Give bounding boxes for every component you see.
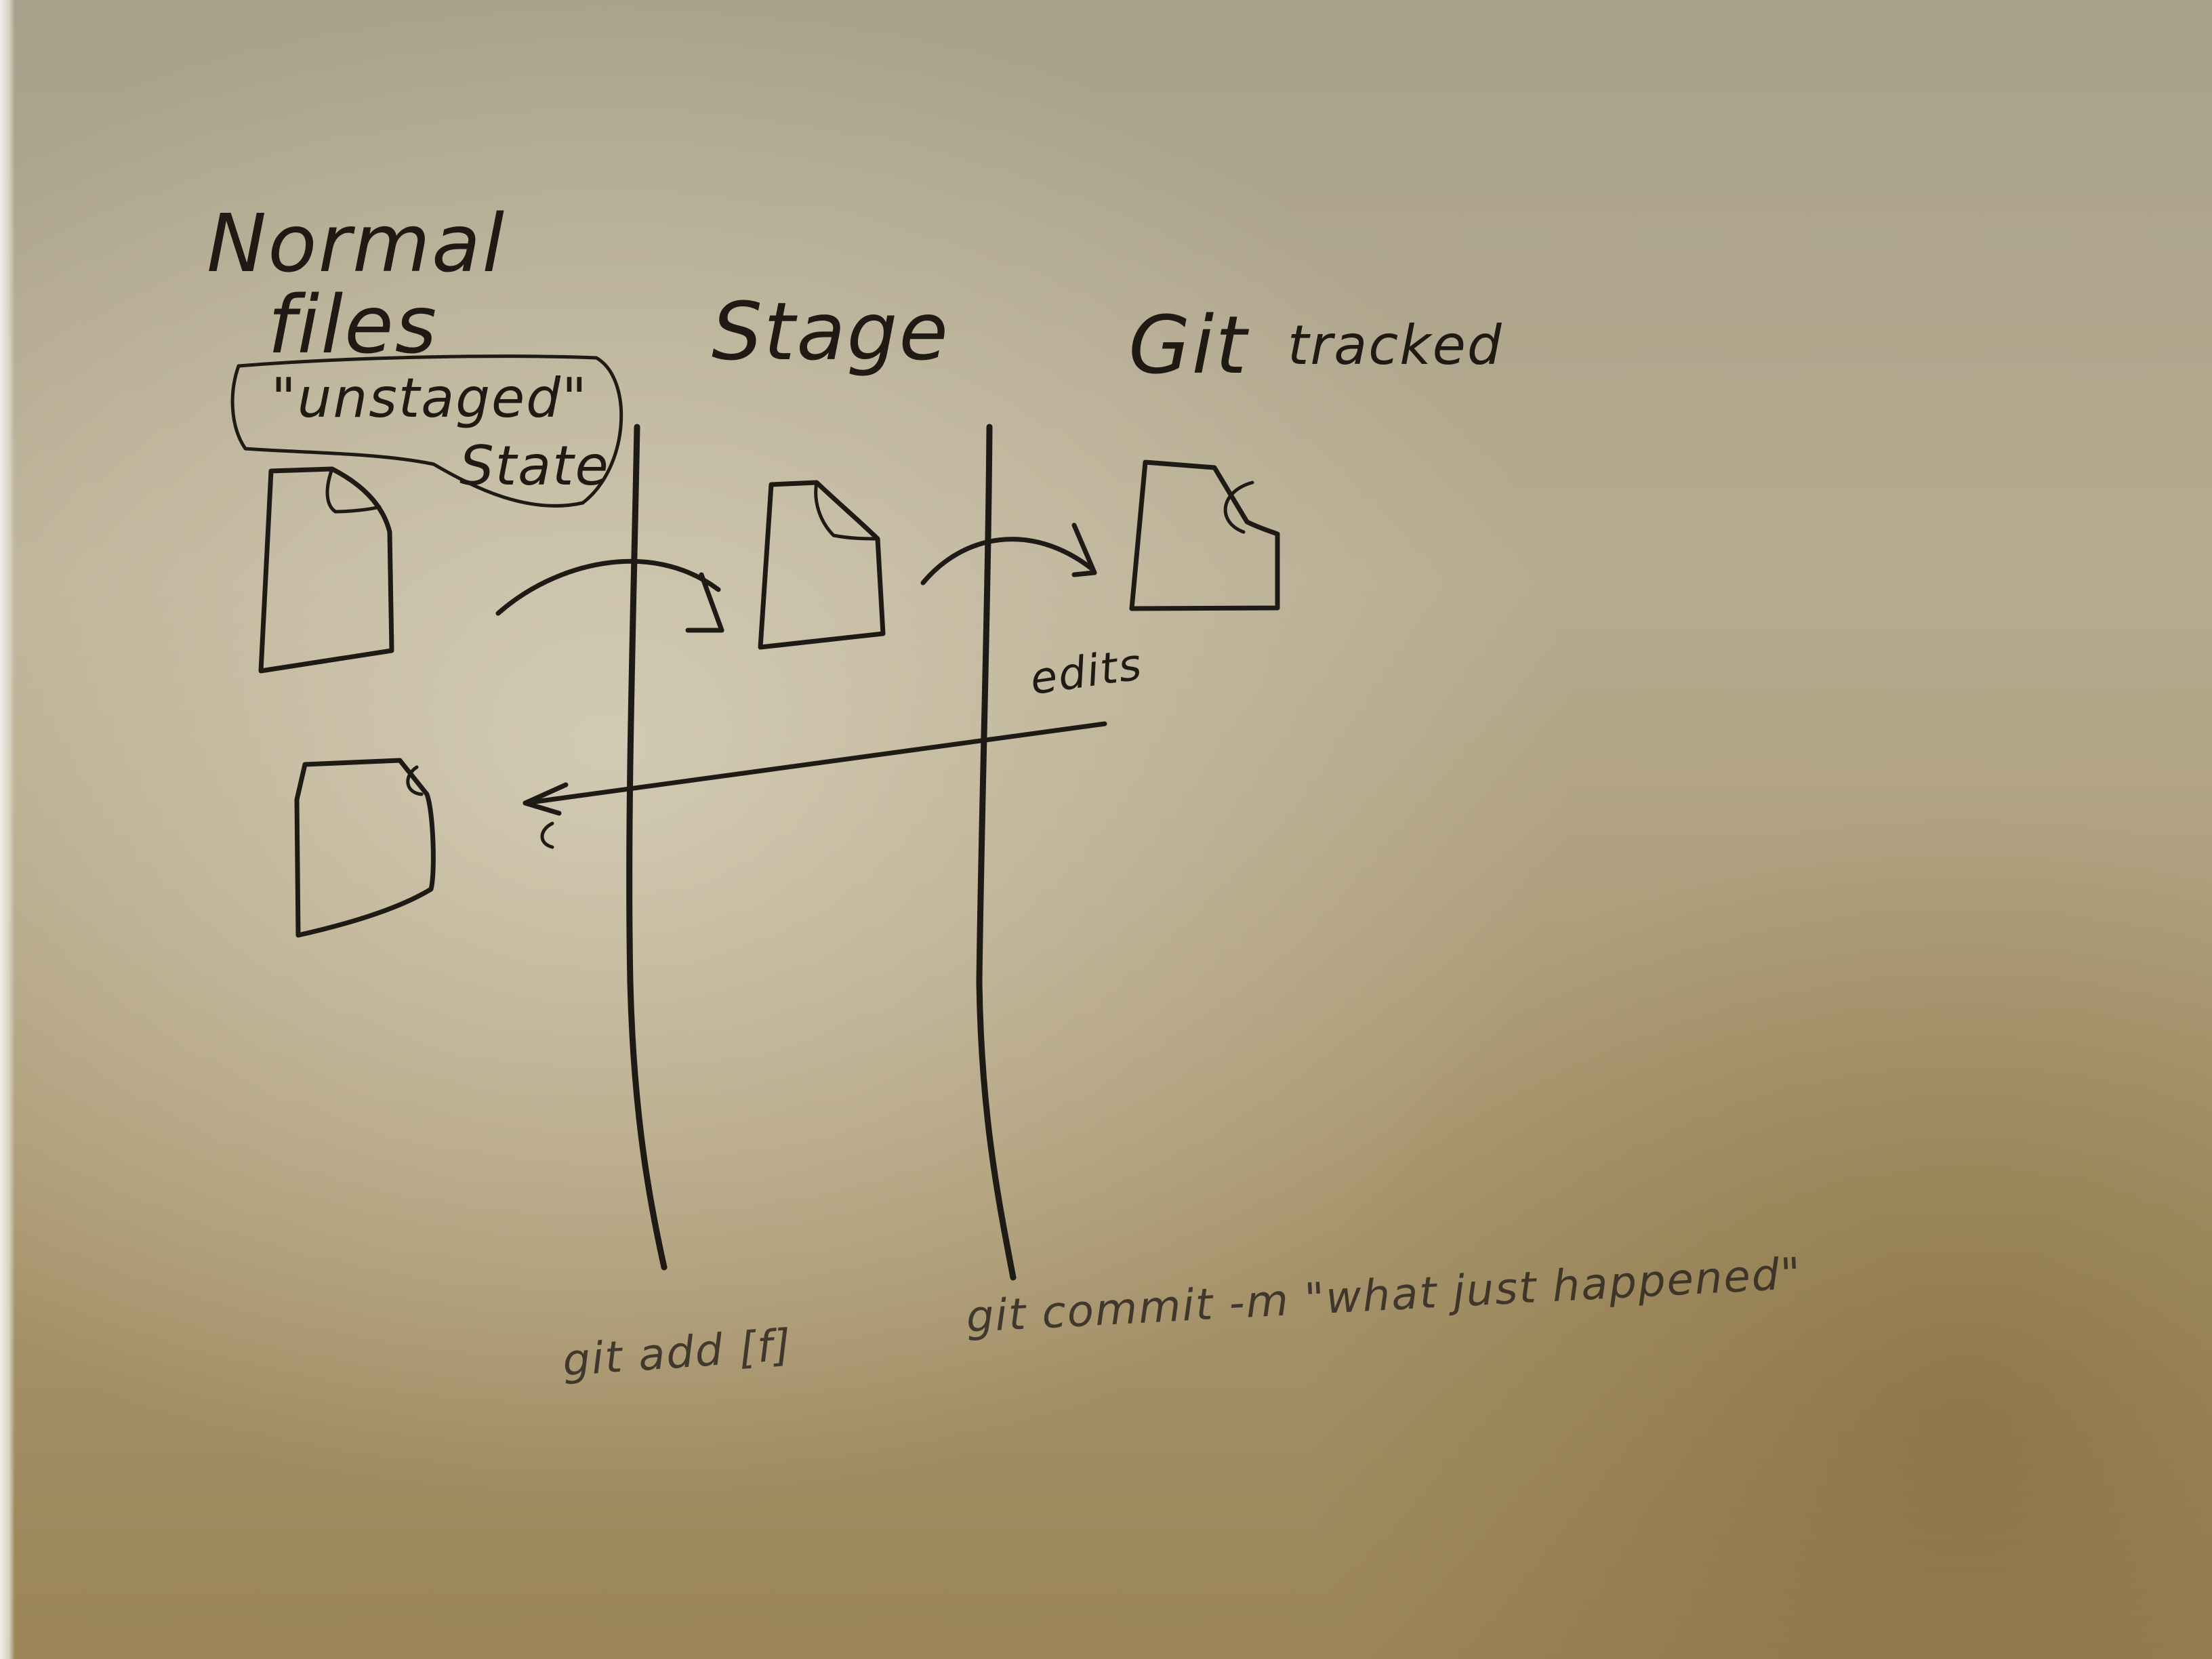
normal-files-title: Normal (207, 197, 506, 290)
file-edited-icon (294, 758, 436, 938)
board-edge (0, 0, 15, 1659)
commit-arrow (920, 523, 1097, 586)
add-arrow (495, 558, 724, 633)
unstaged-note: "unstaged" (271, 367, 588, 430)
file-tracked-icon (1129, 459, 1280, 611)
normal-files-title-line2: files (268, 278, 438, 371)
divider-line-right (976, 424, 1017, 1281)
git-title: Git (1128, 298, 1248, 392)
file-staged-icon (758, 480, 886, 650)
unstaged-callout (230, 354, 623, 508)
file-unstaged-icon (258, 466, 394, 674)
tracked-title: tracked (1288, 314, 1503, 377)
divider-line-left (626, 424, 668, 1271)
unstaged-note-line2: State (459, 434, 610, 497)
stage-title: Stage (712, 285, 949, 378)
edits-arrow (523, 721, 1107, 849)
